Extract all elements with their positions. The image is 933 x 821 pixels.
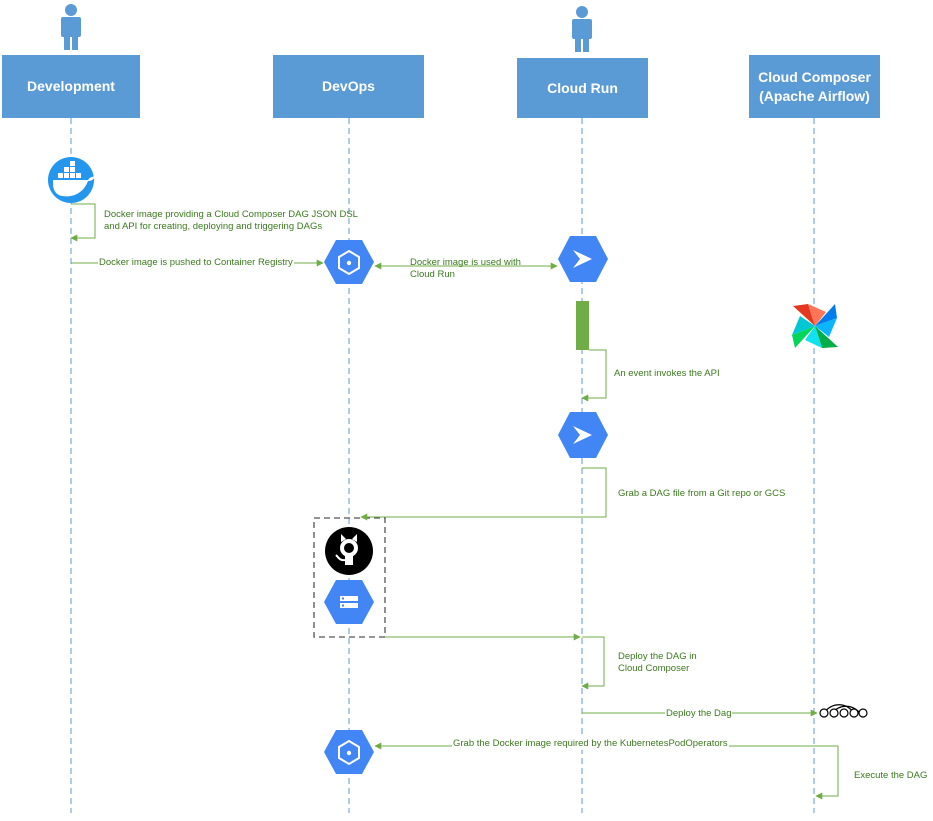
- lane-header-devops: DevOps: [273, 55, 424, 118]
- activation-bar: [576, 301, 589, 350]
- message-pushed-to-registry: Docker image is pushed to Container Regi…: [98, 257, 294, 269]
- actor-icon: [61, 4, 81, 50]
- container-registry-icon: [324, 730, 374, 774]
- message-deploy-dag: Deploy the DAG in Cloud Composer: [618, 651, 697, 675]
- lane-header-cloud-composer-line2: (Apache Airflow): [759, 87, 870, 104]
- message-docker-image-dsl: Docker image providing a Cloud Composer …: [104, 209, 358, 233]
- message-execute-dag: Execute the DAG: [854, 770, 928, 781]
- cloud-run-icon: [558, 236, 608, 282]
- message-deploy-dag-line2: Cloud Composer: [618, 663, 690, 674]
- message-grab-docker-image: Grab the Docker image required by the Ku…: [452, 738, 729, 750]
- arrow-execute-dag: [814, 745, 839, 800]
- docker-icon: [48, 157, 95, 203]
- dag-source-group: [313, 517, 386, 638]
- message-deploy-the-dag: Deploy the Dag: [665, 708, 733, 720]
- message-used-with-cloud-run: Docker image is used with Cloud Run: [410, 257, 521, 281]
- container-registry-icon: [324, 240, 374, 284]
- message-docker-image-dsl-line1: Docker image providing a Cloud Composer …: [104, 209, 358, 220]
- lane-header-cloud-composer-line1: Cloud Composer: [758, 68, 871, 85]
- actor-icon: [572, 6, 592, 52]
- message-deploy-dag-line1: Deploy the DAG in: [618, 651, 697, 662]
- arrow-event-invokes-api: [581, 349, 607, 402]
- dag-icon: [819, 704, 868, 718]
- lane-header-development: Development: [2, 55, 140, 118]
- airflow-icon: [792, 304, 838, 348]
- cloud-run-icon: [558, 412, 608, 458]
- arrow-self-grab-dag: [582, 467, 607, 518]
- message-used-with-cloud-run-line1: Docker image is used with: [410, 257, 521, 268]
- message-event-invokes-api: An event invokes the API: [614, 368, 720, 379]
- lane-header-cloud-composer: Cloud Composer (Apache Airflow): [749, 55, 880, 118]
- message-used-with-cloud-run-line2: Cloud Run: [410, 269, 455, 280]
- cloud-storage-icon: [324, 580, 374, 624]
- arrow-self-docker-image: [70, 203, 96, 242]
- lane-header-cloud-run: Cloud Run: [517, 58, 648, 118]
- arrow-deploy-dag-self: [581, 636, 605, 690]
- message-grab-dag-file: Grab a DAG file from a Git repo or GCS: [618, 488, 786, 499]
- github-icon: [325, 527, 373, 575]
- message-docker-image-dsl-line2: and API for creating, deploying and trig…: [104, 221, 323, 232]
